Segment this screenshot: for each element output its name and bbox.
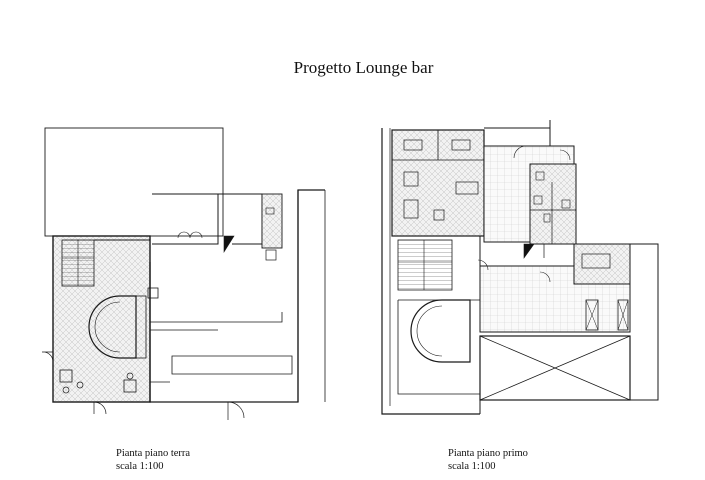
- restroom: [261, 193, 283, 249]
- ground-floor-plan: [41, 127, 326, 420]
- table: [123, 379, 137, 393]
- first-floor-caption: Pianta piano primo scala 1:100: [448, 447, 528, 473]
- column-marker: [223, 235, 235, 254]
- bar-void: [410, 299, 471, 363]
- entrance-door: [41, 351, 54, 363]
- first-floor-stair: [397, 239, 453, 291]
- ground-floor-scale: scala 1:100: [116, 461, 164, 472]
- first-floor-name: Pianta piano primo: [448, 448, 528, 459]
- drawing-title: Progetto Lounge bar: [293, 58, 434, 77]
- first-floor-scale: scala 1:100: [448, 461, 496, 472]
- restroom: [529, 163, 577, 245]
- bar-counter: [88, 295, 137, 359]
- first-floor-plan: [381, 120, 659, 415]
- double-height-void: [479, 335, 631, 401]
- ground-floor-name: Pianta piano terra: [116, 448, 191, 459]
- ground-floor-caption: Pianta piano terra scala 1:100: [116, 447, 190, 473]
- terrace-outline: [44, 127, 224, 237]
- table: [59, 369, 73, 383]
